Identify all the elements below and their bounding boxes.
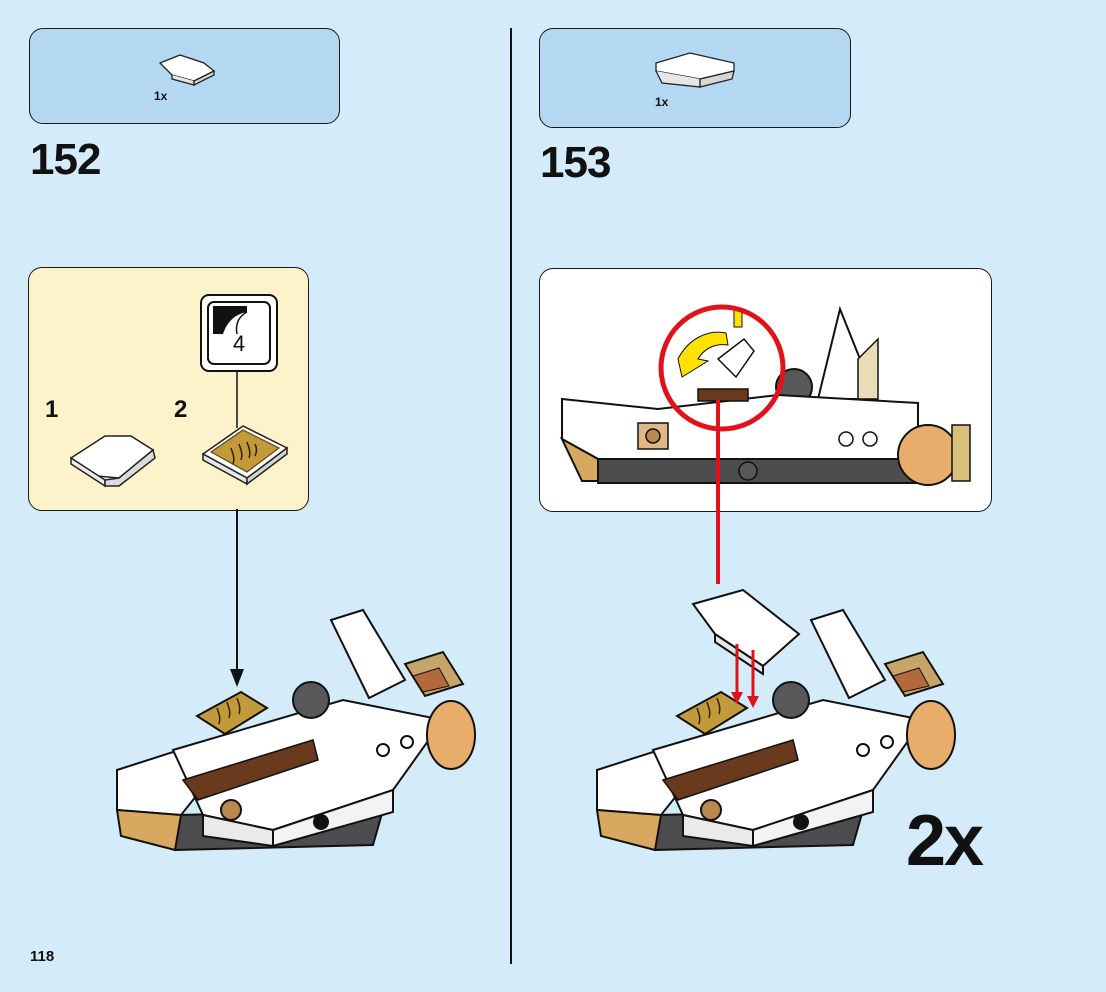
sub-step-label: 2 — [174, 396, 188, 423]
vehicle-model-illustration — [595, 588, 956, 852]
highlight-circle — [658, 304, 786, 432]
column-divider — [510, 28, 512, 964]
placement-arrow — [230, 509, 244, 687]
sub-assembly-box: 4 1 2 — [28, 267, 309, 511]
step-number: 152 — [30, 135, 101, 184]
part-quantity: 1x — [154, 89, 168, 103]
step-number: 153 — [540, 138, 611, 187]
build-multiplier: 2x — [906, 801, 984, 881]
page-number: 118 — [30, 948, 55, 965]
sub-step-label: 1 — [45, 396, 59, 423]
step-152-parts-box: 1x — [29, 28, 340, 124]
sticker-number: 4 — [232, 331, 246, 356]
gold-decorated-tile-icon — [201, 425, 289, 486]
vehicle-model-illustration — [115, 608, 476, 852]
curved-slope-white-brick-icon — [69, 435, 156, 488]
white-windscreen-brick-icon — [655, 52, 735, 88]
callout-leader-line — [716, 400, 720, 584]
detail-callout-box — [539, 268, 992, 512]
sticker-sheet-icon — [213, 306, 248, 335]
sticker-leader-line — [236, 370, 238, 428]
part-quantity: 1x — [655, 95, 669, 109]
sticker-reference: 4 — [200, 294, 278, 372]
step-153-parts-box: 1x — [539, 28, 851, 128]
curved-slope-white-brick-icon — [158, 54, 216, 87]
